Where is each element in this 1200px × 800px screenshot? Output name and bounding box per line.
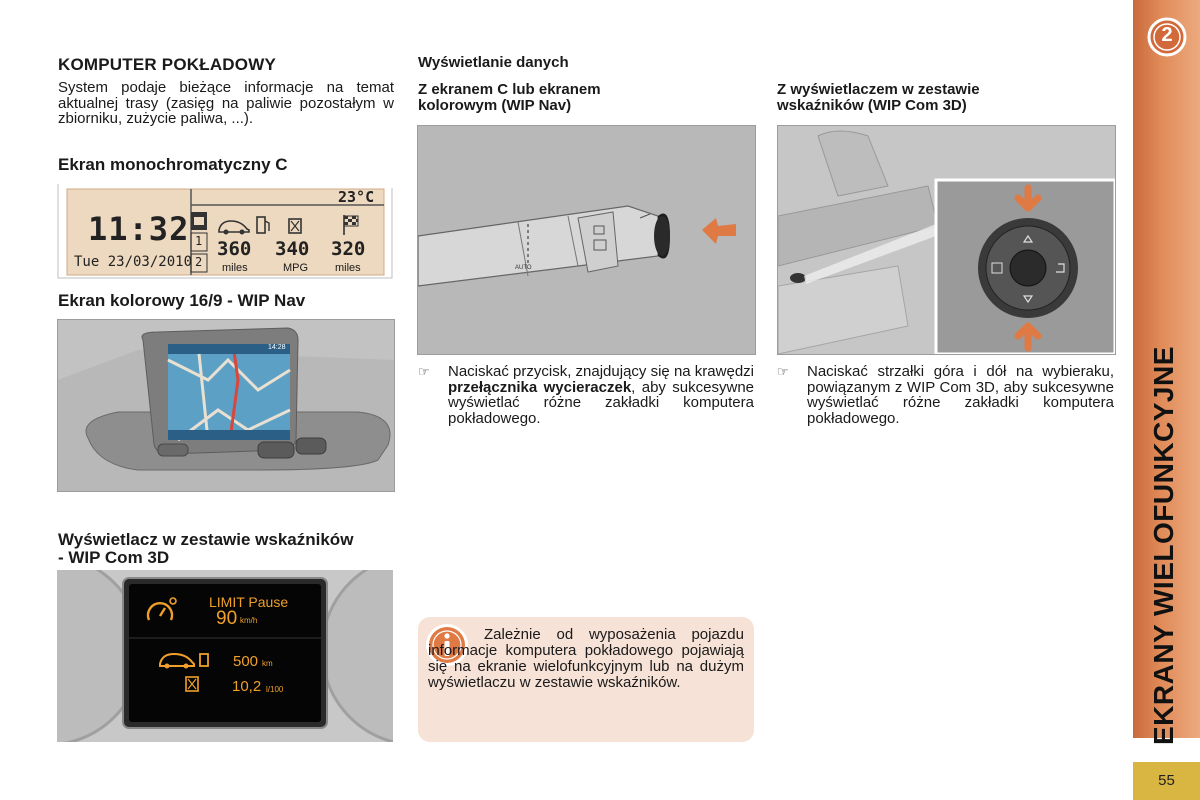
mono-time: 11:32 [88,210,190,248]
nav-screen-time: 14:28 [268,344,286,351]
stalk-instruction: ☞ Naciskać przycisk, znajdujący się na k… [418,364,754,454]
car-icon [217,217,251,235]
mono-tab-icons [190,210,208,274]
stalk-instruction-text-1: Naciskać przycisk, znajdujący się na kra… [448,363,754,380]
hand-pointer-icon: ☞ [418,364,430,379]
chapter-number: 2 [1161,24,1173,46]
mono-value-2: 340 [275,238,310,260]
mono-unit-2: MPG [283,262,309,274]
section-heading-onboard-computer: KOMPUTER POKŁADOWY [58,55,276,74]
chapter-number-badge [1146,16,1188,58]
mono-unit-1: miles [222,262,248,274]
chapter-side-tab [1133,0,1200,738]
info-note-box [418,617,754,742]
range-car-icon [156,650,216,670]
speed-limit-icon [145,596,179,624]
limit-label: LIMIT Pause [209,594,289,610]
wiper-stalk-photo [417,125,756,355]
stalk-subheading: Z ekranem C lub ekranem kolorowym (WIP N… [418,81,601,114]
stalk-instruction-text-2: , aby sukcesywne wyświetlać różne zakład… [448,378,754,427]
mono-value-1: 360 [217,238,252,260]
consumption-cluster-icon [184,675,200,693]
color-screen-heading: Ekran kolorowy 16/9 - WIP Nav [58,291,306,310]
mono-tab-2: 2 [195,255,203,269]
info-note-text: Zależnie od wyposażenia pojazdu informac… [428,626,744,691]
nav-screen-photo [57,319,395,492]
mono-value-3: 320 [331,238,366,260]
consumption-unit: l/100 [266,685,284,694]
range-value: 500 [233,653,259,670]
fuel-pump-icon [255,215,271,235]
stalk-auto-label: AUTO [515,265,532,271]
checkered-flag-icon [342,214,360,236]
page-number-box [1133,762,1200,800]
hand-pointer-icon-right: ☞ [777,364,789,379]
cluster-display-photo [57,570,393,742]
mono-screen-heading: Ekran monochromatyczny C [58,155,288,174]
cluster-display-heading: Wyświetlacz w zestawie wskaźników - WIP … [58,530,354,567]
stalk-instruction-bold: przełącznika wycieraczek [448,378,632,396]
consumption-value: 10,2 [232,678,262,695]
mono-unit-3: miles [335,262,361,274]
limit-unit: km/h [240,616,258,625]
mono-date: Tue 23/03/2010 [74,254,193,270]
selector-instruction: ☞ Naciskać strzałki góra i dół na wybier… [777,364,1114,454]
intro-paragraph: System podaje bieżące informacje na tema… [58,79,394,127]
limit-value: 90 [216,608,238,629]
info-icon [424,622,470,668]
consumption-icon [287,217,303,235]
chapter-title: EKRANY WIELOFUNKCYJNE [1148,346,1179,745]
page-number: 55 [1158,772,1175,789]
data-display-heading: Wyświetlanie danych [418,54,569,71]
mono-temp: 23°C [338,188,375,206]
mono-tab-1: 1 [195,234,203,248]
range-unit: km [262,659,273,668]
cluster-subheading: Z wyświetlaczem w zestawie wskaźników (W… [777,81,980,114]
cluster-selector-photo [777,125,1116,355]
selector-instruction-text: Naciskać strzałki góra i dół na wybierak… [807,363,1114,427]
